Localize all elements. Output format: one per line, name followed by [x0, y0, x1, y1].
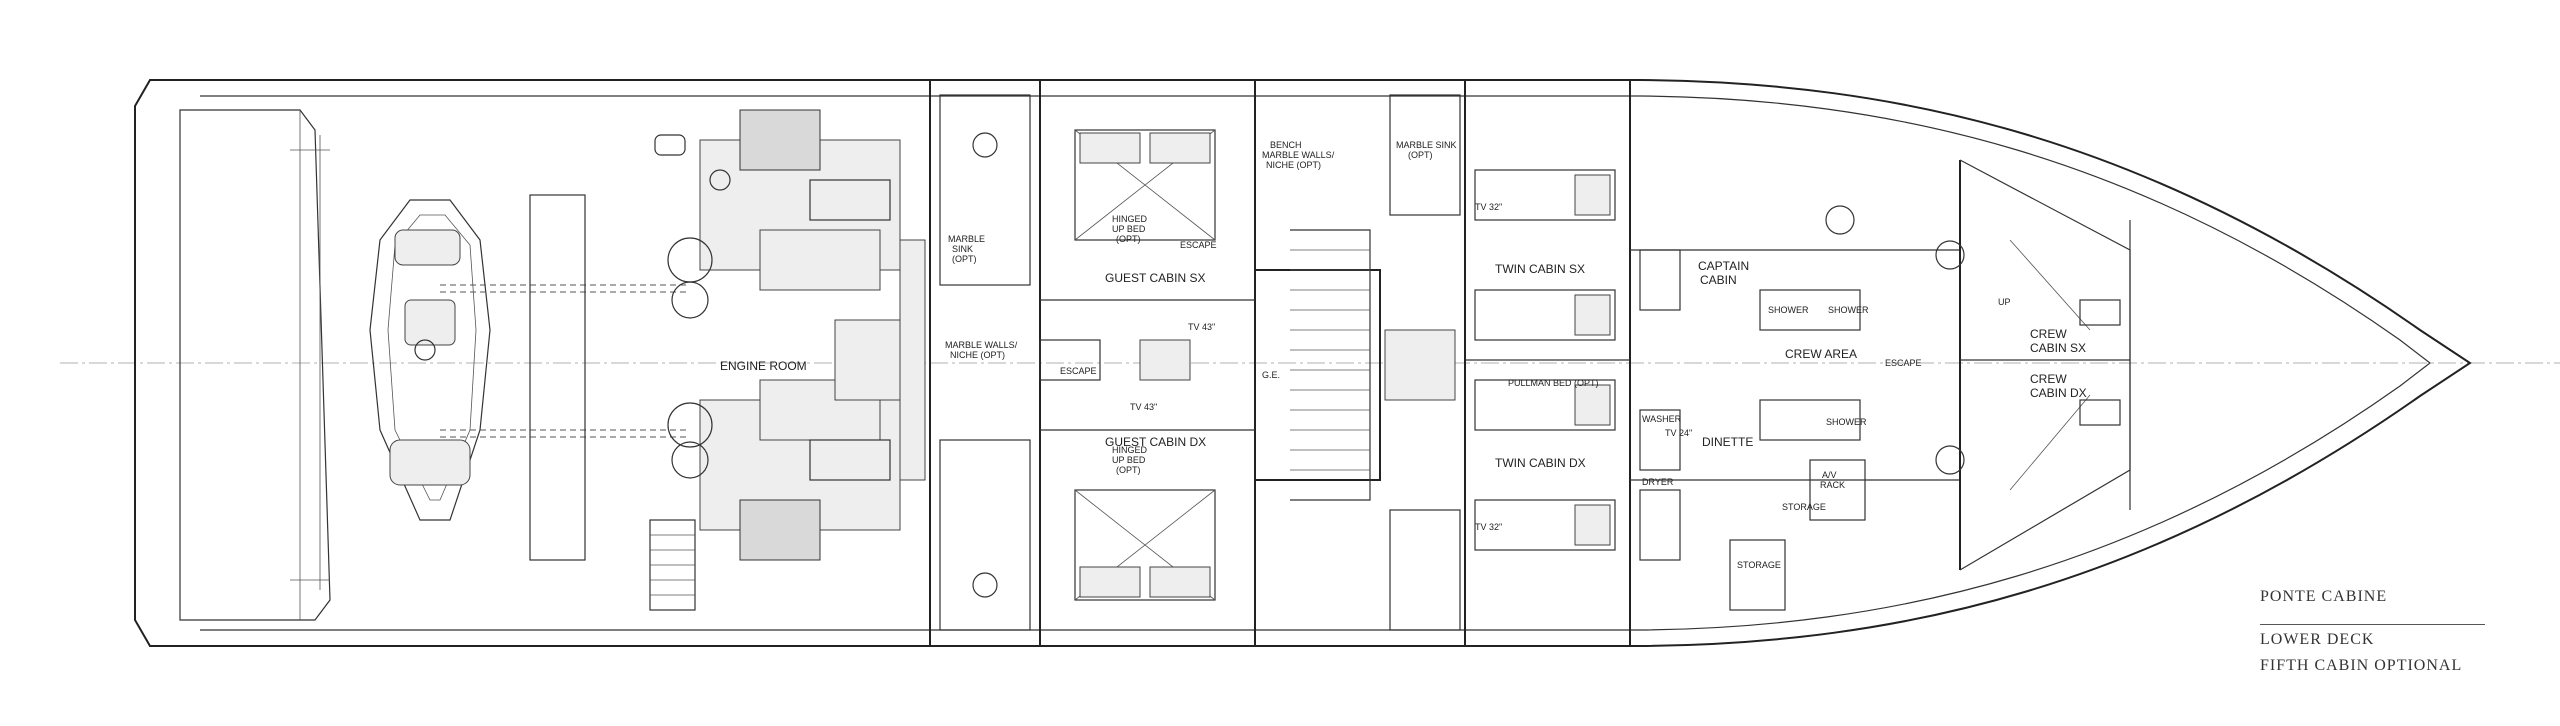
- note-av-rack-1: A/V: [1822, 470, 1837, 480]
- label-crew-cabin-sx-1: CREW: [2030, 327, 2067, 341]
- stern-garage: [179, 109, 331, 621]
- note-pullman-bed: PULLMAN BED (OPT): [1508, 378, 1599, 388]
- note-escape-1: ESCAPE: [1180, 240, 1217, 250]
- guest-bed-dx: [1074, 489, 1216, 601]
- note-tv-43-2: TV 43": [1130, 402, 1157, 412]
- label-crew-cabin-sx-2: CABIN SX: [2030, 341, 2086, 355]
- note-up: UP: [1998, 297, 2011, 307]
- label-dinette: DINETTE: [1702, 435, 1753, 449]
- note-escape-2: ESCAPE: [1060, 366, 1097, 376]
- bulkhead-equipment: [899, 239, 926, 481]
- note-storage-1: STORAGE: [1782, 502, 1826, 512]
- label-twin-cabin-sx: TWIN CABIN SX: [1495, 262, 1585, 276]
- note-ge: G.E.: [1262, 370, 1280, 380]
- note-escape-3: ESCAPE: [1885, 358, 1922, 368]
- note-bench-2: MARBLE WALLS/: [1262, 150, 1335, 160]
- note-dryer: DRYER: [1642, 477, 1674, 487]
- note-bench-1: BENCH: [1270, 140, 1302, 150]
- note-marble-sink-2: SINK: [952, 244, 973, 254]
- note-marble-sink-opt: MARBLE SINK: [1396, 140, 1457, 150]
- tender-cradle: [529, 194, 586, 561]
- note-hinged-dx-2: UP BED: [1112, 455, 1146, 465]
- note-hinged-sx-3: (OPT): [1116, 234, 1141, 244]
- note-tv-32-1: TV 32": [1475, 202, 1502, 212]
- legend-title: PONTE CABINE: [2260, 588, 2388, 605]
- label-crew-cabin-dx-2: CABIN DX: [2030, 386, 2087, 400]
- guest-bed-sx: [1074, 129, 1216, 241]
- hull-outline: [134, 79, 2472, 647]
- note-hinged-sx-2: UP BED: [1112, 224, 1146, 234]
- note-hinged-dx-3: (OPT): [1116, 465, 1141, 475]
- note-shower-3: SHOWER: [1826, 417, 1867, 427]
- note-tv-32-2: TV 32": [1475, 522, 1502, 532]
- drawing-legend: PONTE CABINE LOWER DECK FIFTH CABIN OPTI…: [2260, 588, 2485, 683]
- label-crew-cabin-dx-1: CREW: [2030, 372, 2067, 386]
- note-av-rack-2: RACK: [1820, 480, 1845, 490]
- twin-beds-dx: [1474, 379, 1616, 551]
- engine-dx: [667, 379, 901, 561]
- note-hinged-sx-1: HINGED: [1112, 214, 1148, 224]
- note-tv-43-1: TV 43": [1188, 322, 1215, 332]
- twin-beds-sx: [1474, 169, 1616, 341]
- legend-rule: [2260, 624, 2485, 625]
- label-twin-cabin-dx: TWIN CABIN DX: [1495, 456, 1586, 470]
- note-tv-24: TV 24": [1665, 428, 1692, 438]
- label-captain-1: CAPTAIN: [1698, 259, 1749, 273]
- note-shower-2: SHOWER: [1828, 305, 1869, 315]
- note-hinged-dx-1: HINGED: [1112, 445, 1148, 455]
- note-marble-walls-2: NICHE (OPT): [950, 350, 1005, 360]
- tender-boat: [369, 199, 491, 521]
- main-stair: [1255, 229, 1381, 501]
- label-guest-cabin-dx: GUEST CABIN DX: [1105, 435, 1206, 449]
- note-washer: WASHER: [1642, 414, 1682, 424]
- engine-sx: [667, 109, 901, 319]
- note-shower-1: SHOWER: [1768, 305, 1809, 315]
- note-bench-3: NICHE (OPT): [1266, 160, 1321, 170]
- label-captain-2: CABIN: [1700, 273, 1737, 287]
- label-crew-area: CREW AREA: [1785, 347, 1857, 361]
- hull-inner-line: [200, 95, 2431, 631]
- note-storage-2: STORAGE: [1737, 560, 1781, 570]
- note-marble-sink-3: (OPT): [952, 254, 977, 264]
- note-marble-sink-opt2: (OPT): [1408, 150, 1433, 160]
- label-guest-cabin-sx: GUEST CABIN SX: [1105, 271, 1205, 285]
- note-marble-sink-1: MARBLE: [948, 234, 985, 244]
- note-marble-walls-1: MARBLE WALLS/: [945, 340, 1018, 350]
- legend-deck: LOWER DECK: [2260, 631, 2375, 648]
- engine-room-ladder: [649, 519, 696, 611]
- legend-option: FIFTH CABIN OPTIONAL: [2260, 657, 2463, 674]
- label-engine-room: ENGINE ROOM: [720, 359, 807, 373]
